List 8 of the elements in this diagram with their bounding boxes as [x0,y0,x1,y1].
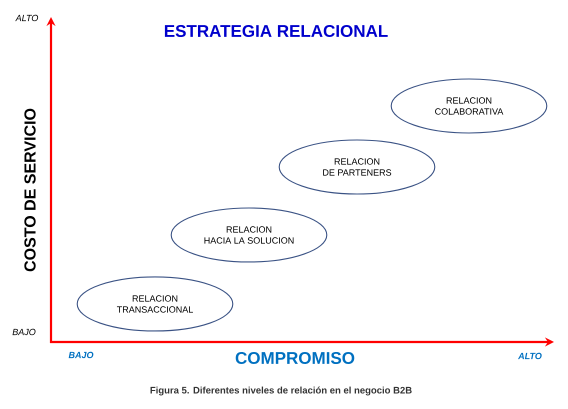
axis-tick-label: BAJO [12,328,36,336]
title: ESTRATEGIA RELACIONAL [164,24,388,38]
axis-tick-label: BAJO [68,352,94,358]
axis-tick-label: ALTO [518,352,542,360]
axis-title: COMPROMISO [236,352,354,364]
axis-title: COSTO DE SERVICIO [24,108,36,272]
axis-tick-label: ALTO [15,14,38,22]
caption: Figura 5. Diferentes niveles de relación en el negocio B2B [150,386,412,396]
